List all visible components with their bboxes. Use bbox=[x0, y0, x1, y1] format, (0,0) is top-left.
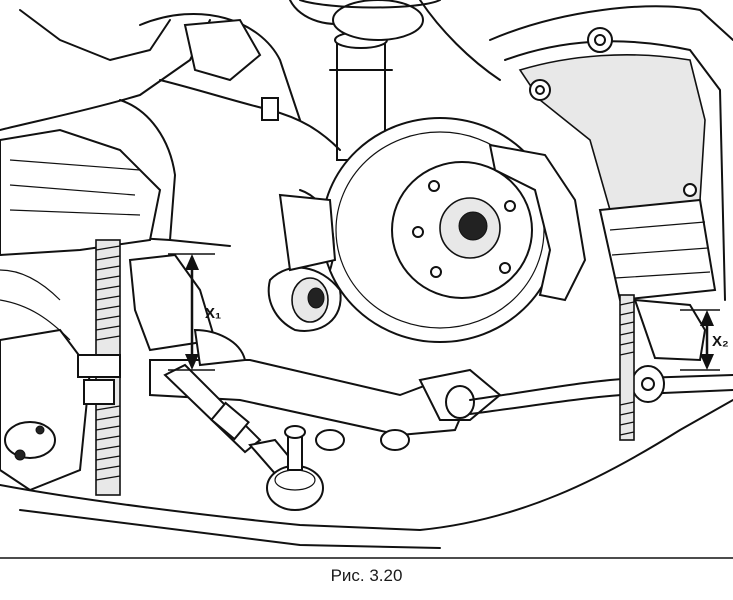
suspension-diagram: X₁ X₂ bbox=[0, 0, 733, 559]
subframe-left bbox=[0, 253, 247, 492]
brake-hose bbox=[159, 79, 341, 151]
brake-caliper bbox=[488, 143, 587, 302]
dimension-x2 bbox=[680, 309, 720, 371]
tie-rod bbox=[163, 363, 410, 511]
label-x1: X₁ bbox=[205, 305, 221, 322]
drive-shaft-joint bbox=[267, 189, 342, 332]
figure-caption: Рис. 3.20 bbox=[330, 566, 403, 585]
dimension-x1 bbox=[168, 253, 215, 371]
control-arm bbox=[149, 359, 502, 437]
stabilizer-bar bbox=[469, 365, 733, 415]
measuring-rod-left bbox=[77, 239, 121, 496]
brake-disc bbox=[321, 117, 559, 343]
strut bbox=[299, 0, 441, 161]
label-x2: X₂ bbox=[712, 333, 729, 350]
measuring-rod-right bbox=[619, 294, 707, 441]
body-shell bbox=[0, 0, 733, 549]
